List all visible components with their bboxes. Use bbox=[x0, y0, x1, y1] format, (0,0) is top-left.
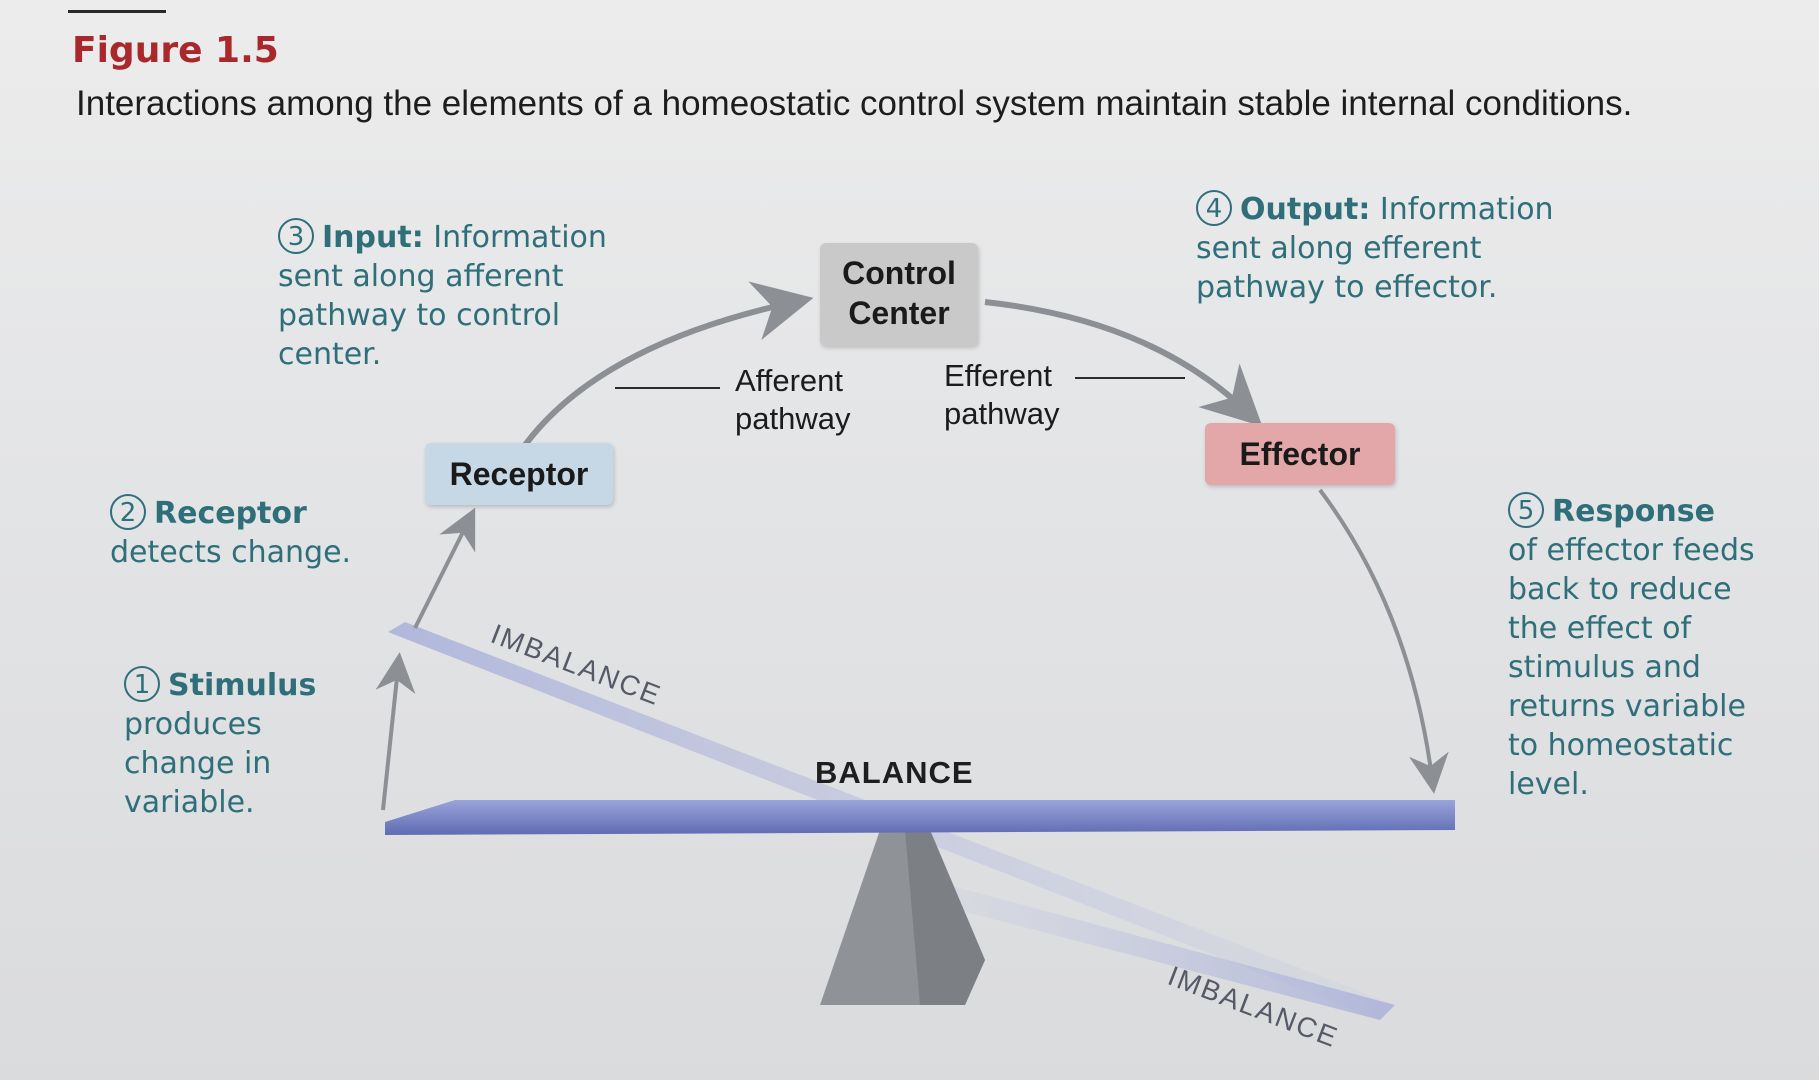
step-3-heading-rest: Information bbox=[423, 220, 607, 255]
step-3-line1: sent along afferent bbox=[278, 259, 564, 294]
step-1-line1: produces bbox=[124, 707, 262, 742]
top-rule bbox=[68, 10, 166, 13]
step-1-line2: change in bbox=[124, 746, 272, 781]
efferent-arrow bbox=[984, 299, 1263, 427]
step-4-line2: pathway to effector. bbox=[1196, 270, 1498, 305]
step-number-5: 5 bbox=[1508, 492, 1544, 528]
balance-label: BALANCE bbox=[815, 755, 974, 790]
step-5-line2: back to reduce bbox=[1508, 572, 1732, 607]
step-3-line3: center. bbox=[278, 337, 382, 372]
afferent-pathway-label: Afferent pathway bbox=[735, 362, 850, 438]
step-3-line2: pathway to control bbox=[278, 298, 561, 333]
step-number-4: 4 bbox=[1196, 190, 1232, 226]
efferent-pathway-label: Efferent pathway bbox=[944, 357, 1059, 433]
step-number-3: 3 bbox=[278, 218, 314, 254]
efferent-pathway-line1: Efferent bbox=[944, 358, 1053, 393]
receptor-arrow bbox=[413, 507, 476, 629]
fulcrum-shade bbox=[905, 830, 985, 1005]
afferent-arrow bbox=[522, 281, 814, 447]
receptor-box-label: Receptor bbox=[449, 456, 589, 492]
figure-label: Figure 1.5 bbox=[72, 30, 279, 71]
stimulus-arrow bbox=[375, 652, 416, 811]
step-5-line6: to homeostatic bbox=[1508, 728, 1734, 763]
effector-box: Effector bbox=[1205, 423, 1395, 485]
step-number-1: 1 bbox=[124, 666, 160, 702]
afferent-pathway-line1: Afferent bbox=[735, 363, 844, 398]
control-center-label-line2: Center bbox=[848, 295, 950, 331]
figure-caption: Interactions among the elements of a hom… bbox=[76, 84, 1633, 123]
step-5-line4: stimulus and bbox=[1508, 650, 1701, 685]
step-4-heading: Output: bbox=[1240, 192, 1371, 227]
step-1-line3: variable. bbox=[124, 785, 255, 820]
balance-beam bbox=[385, 800, 1455, 835]
step-5-line7: level. bbox=[1508, 767, 1589, 802]
afferent-pathway-line2: pathway bbox=[735, 401, 851, 436]
efferent-pathway-line2: pathway bbox=[944, 396, 1060, 431]
step-2-line1: detects change. bbox=[110, 535, 352, 570]
step-number-2: 2 bbox=[110, 494, 146, 530]
control-center-box: Control Center bbox=[820, 243, 978, 346]
step-5-line3: the effect of bbox=[1508, 611, 1692, 646]
step-3-heading: Input: bbox=[322, 220, 424, 255]
receptor-box: Receptor bbox=[425, 443, 613, 505]
effector-box-label: Effector bbox=[1239, 436, 1361, 472]
step-5-line1: of effector feeds bbox=[1508, 533, 1755, 568]
control-center-label-line1: Control bbox=[842, 255, 956, 291]
response-arrow bbox=[1318, 488, 1449, 794]
step-5-heading: Response bbox=[1552, 494, 1715, 529]
step-4-heading-rest: Information bbox=[1370, 192, 1554, 227]
step-4-line1: sent along efferent bbox=[1196, 231, 1482, 266]
step-5-line5: returns variable bbox=[1508, 689, 1746, 724]
step-2-heading: Receptor bbox=[154, 496, 307, 531]
imbalance-beam-lower bbox=[920, 880, 1395, 1020]
step-1-heading: Stimulus bbox=[168, 668, 317, 703]
